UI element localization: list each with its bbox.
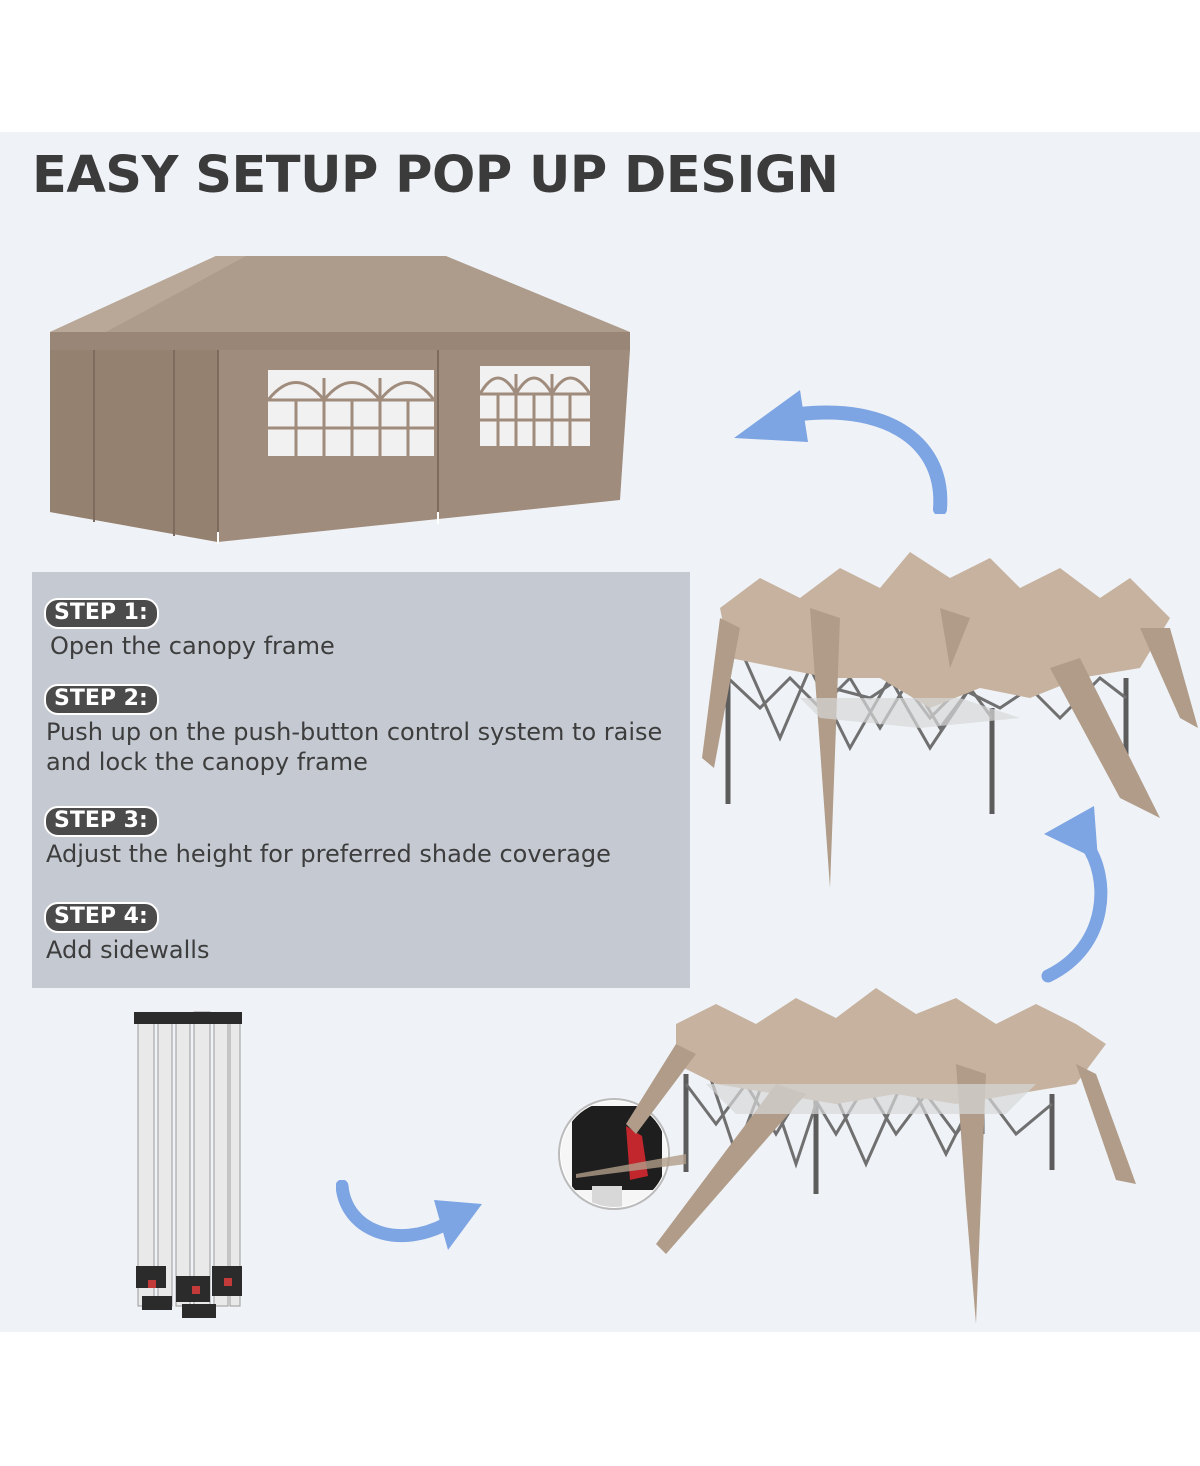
curved-arrow-icon — [1041, 806, 1108, 983]
page-title: EASY SETUP POP UP DESIGN — [32, 146, 839, 205]
step-3: STEP 3: Adjust the height for preferred … — [44, 806, 686, 869]
folded-frame-image — [134, 1011, 242, 1318]
assembled-tent-image — [50, 256, 630, 544]
step-badge: STEP 3: — [44, 806, 159, 837]
curved-arrow-icon — [336, 1180, 482, 1250]
step-4: STEP 4: Add sidewalls — [44, 902, 686, 965]
curved-arrow-icon — [734, 390, 948, 514]
step-badge: STEP 2: — [44, 684, 159, 715]
step-description: Add sidewalls — [46, 936, 210, 964]
step-description: Adjust the height for preferred shade co… — [46, 840, 611, 868]
step-2: STEP 2: Push up on the push-button contr… — [44, 684, 686, 777]
opened-canopy-frame-image — [576, 988, 1136, 1324]
steps-panel: STEP 1: Open the canopy frame STEP 2: Pu… — [32, 572, 690, 988]
step-description: Push up on the push-button control syste… — [46, 718, 663, 776]
raised-canopy-image — [702, 552, 1198, 888]
step-description: Open the canopy frame — [50, 632, 335, 660]
step-1: STEP 1: Open the canopy frame — [44, 598, 690, 661]
step-badge: STEP 1: — [44, 598, 159, 629]
step-badge: STEP 4: — [44, 902, 159, 933]
